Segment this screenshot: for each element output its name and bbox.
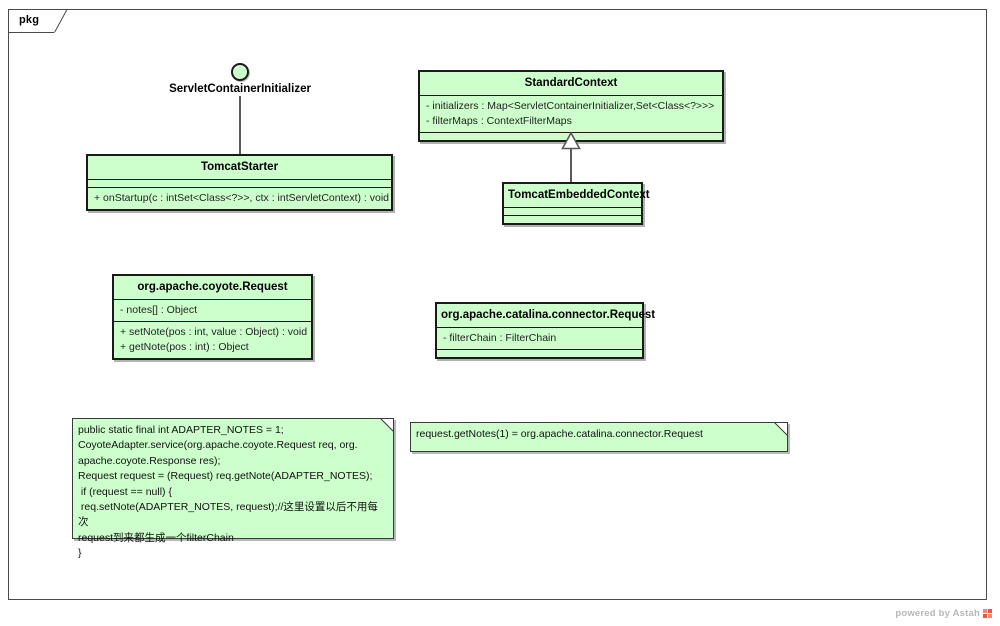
class-operations-coyote-request: + setNote(pos : int, value : Object) : v… <box>114 322 311 358</box>
astah-watermark: powered by Astah <box>895 608 992 619</box>
class-operations-connector-request <box>437 350 642 357</box>
generalization-arrow-icon <box>561 132 581 150</box>
class-box-connector-request[interactable]: org.apache.catalina.connector.Request - … <box>435 302 655 359</box>
class-name-coyote-request: org.apache.coyote.Request <box>114 276 311 300</box>
class-box-coyote-request[interactable]: org.apache.coyote.Request - notes[] : Ob… <box>112 274 313 360</box>
class-attributes-connector-request: - filterChain : FilterChain <box>437 328 642 350</box>
attribute-initializers: - initializers : Map<ServletContainerIni… <box>426 100 715 112</box>
generalization-line-tomcatembeddedcontext-standardcontext[interactable] <box>570 148 572 182</box>
attribute-filtermaps: - filterMaps : ContextFilterMaps <box>426 115 572 127</box>
package-frame-tab-corner-icon <box>54 9 68 33</box>
realization-line-servletcontainerinitializer-tomcatstarter[interactable] <box>239 96 241 154</box>
class-attributes-standardcontext: - initializers : Map<ServletContainerIni… <box>420 96 722 133</box>
attribute-notes: - notes[] : Object <box>120 304 198 316</box>
note-adapter-notes-text: public static final int ADAPTER_NOTES = … <box>78 424 378 560</box>
operation-onstartup: + onStartup(c : intSet<Class<?>>, ctx : … <box>94 192 390 204</box>
note-adapter-notes[interactable]: public static final int ADAPTER_NOTES = … <box>72 418 394 559</box>
operation-setnote: + setNote(pos : int, value : Object) : v… <box>120 326 308 338</box>
package-frame-tab: pkg <box>8 9 54 33</box>
note-getnotes[interactable]: request.getNotes(1) = org.apache.catalin… <box>410 422 788 452</box>
class-operations-tomcatembeddedcontext <box>504 216 641 223</box>
class-name-standardcontext: StandardContext <box>420 72 722 96</box>
class-name-tomcatembeddedcontext: TomcatEmbeddedContext <box>504 184 650 208</box>
class-box-standardcontext[interactable]: StandardContext - initializers : Map<Ser… <box>418 70 724 142</box>
class-name-tomcatstarter: TomcatStarter <box>88 156 391 180</box>
interface-label-servletcontainerinitializer: ServletContainerInitializer <box>169 83 311 95</box>
class-attributes-tomcatstarter <box>88 180 391 188</box>
note-getnotes-text: request.getNotes(1) = org.apache.catalin… <box>416 428 703 440</box>
watermark-label: powered by Astah <box>895 608 980 619</box>
astah-logo-icon <box>983 609 992 618</box>
class-box-tomcatembeddedcontext[interactable]: TomcatEmbeddedContext <box>502 182 650 225</box>
operation-getnote: + getNote(pos : int) : Object <box>120 341 249 353</box>
attribute-filterchain: - filterChain : FilterChain <box>443 332 557 344</box>
class-attributes-tomcatembeddedcontext <box>504 208 641 216</box>
class-operations-tomcatstarter: + onStartup(c : intSet<Class<?>>, ctx : … <box>88 188 391 209</box>
class-box-tomcatstarter[interactable]: TomcatStarter + onStartup(c : intSet<Cla… <box>86 154 393 211</box>
interface-ball-icon[interactable] <box>231 63 249 81</box>
class-name-connector-request: org.apache.catalina.connector.Request <box>437 304 655 328</box>
class-attributes-coyote-request: - notes[] : Object <box>114 300 311 322</box>
package-frame-label: pkg <box>19 14 40 26</box>
